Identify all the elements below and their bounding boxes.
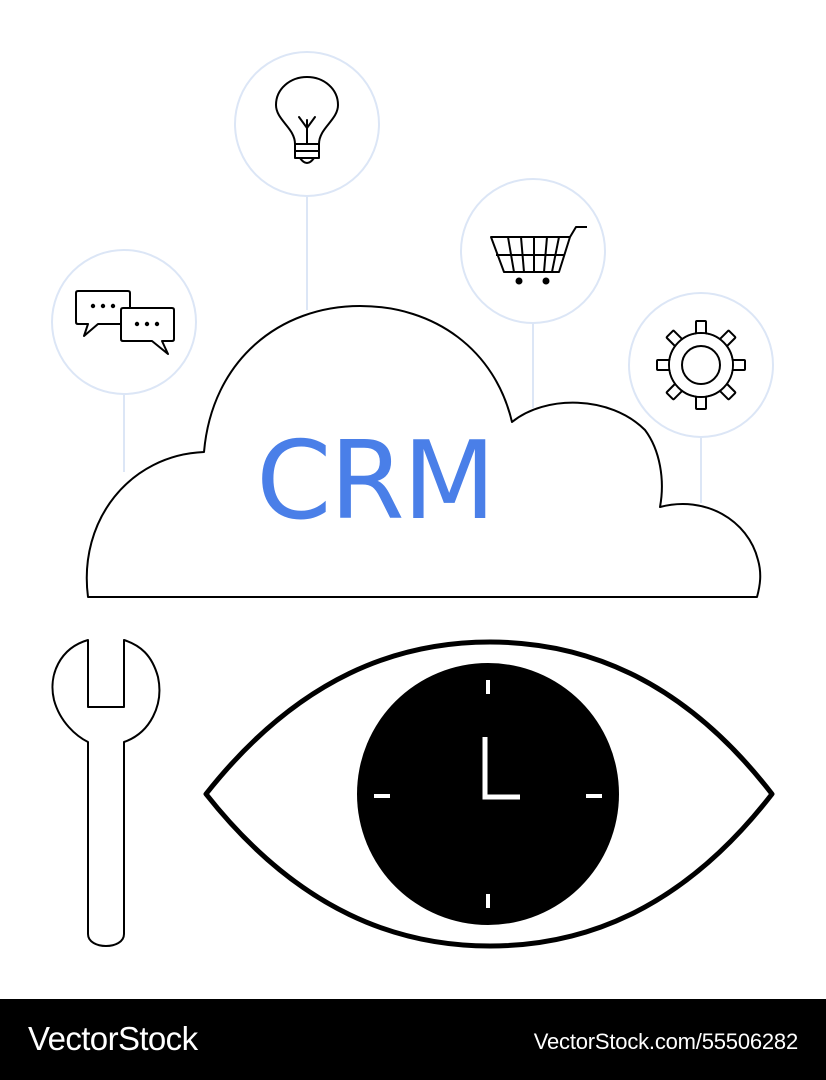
shopping-cart-icon <box>490 226 587 285</box>
cloud-label: CRM <box>256 419 494 544</box>
watermark-bar: VectorStock VectorStock.com/55506282 <box>0 999 826 1080</box>
clock-icon <box>357 663 619 925</box>
cloud-shape <box>85 305 762 598</box>
wrench-icon <box>51 639 161 947</box>
watermark-brand: VectorStock <box>28 1020 198 1057</box>
connector-lines <box>123 196 702 503</box>
lightbulb-icon <box>275 76 339 164</box>
gear-icon <box>656 320 746 410</box>
crm-illustration: CRM <box>51 51 775 949</box>
watermark-image-id: VectorStock.com/55506282 <box>533 1029 798 1054</box>
chat-bubbles-icon <box>75 290 175 355</box>
